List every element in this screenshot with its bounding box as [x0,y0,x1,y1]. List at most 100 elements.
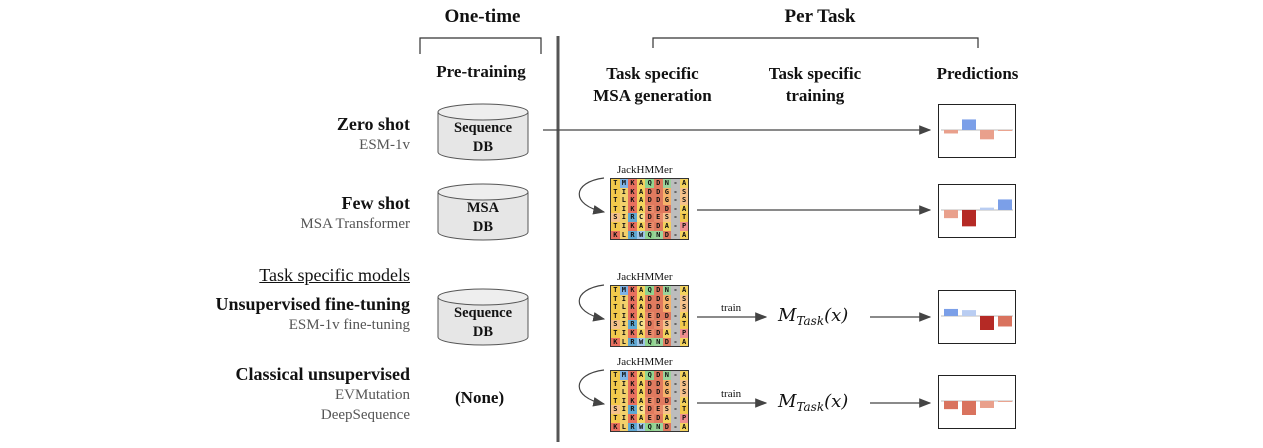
msa-residue: P [679,221,689,231]
msa-residue: D [645,303,654,312]
msa-residue: K [628,221,637,231]
msa-residue: A [636,179,646,188]
msa-residue: I [619,294,629,304]
jackhmmer-label-2: JackHMMer [617,271,673,283]
msa-residue: A [636,371,646,380]
msa-residue: A [636,294,646,304]
msa-residue: - [671,320,680,329]
msa-residue: E [653,320,663,329]
prediction-chart-unsupervised [938,290,1016,344]
msa-residue: T [611,286,620,295]
one-time-bracket [419,37,542,54]
row-unsupervised-label: Unsupervised fine-tuning ESM-1v fine-tun… [0,294,410,335]
msa-residue: Q [645,371,654,380]
msa-residue: D [662,311,672,321]
msa-residue: K [611,230,620,240]
msa-residue: D [662,204,672,214]
jackhmmer-curve-3 [578,369,606,407]
msa-residue: W [636,422,646,432]
prediction-bar [998,199,1012,210]
task-specific-models-heading-wrap: Task specific models [0,265,410,286]
msa-residue: G [662,388,672,397]
msa-residue: D [645,388,654,397]
msa-residue: A [636,413,646,423]
msa-residue: K [628,371,637,380]
msa-residue: R [628,405,637,414]
msa-residue: I [619,204,629,214]
msa-residue: G [662,379,672,389]
msa-residue: S [611,405,620,414]
msa-residue: T [611,294,620,304]
msa-residue: E [653,405,663,414]
msa-residue: M [619,179,629,188]
msa-residue: I [619,379,629,389]
msa-residue: - [671,337,680,347]
unsupervised-title: Unsupervised fine-tuning [215,294,410,314]
prediction-bar [980,400,994,408]
msa-residue: L [619,388,629,397]
msa-residue: A [679,204,689,214]
msa-residue: - [671,179,680,188]
msa-residue: - [671,311,680,321]
msa-residue: A [679,371,689,380]
mtask-model-1: MTask(x) [778,305,848,328]
msa-residue: S [611,213,620,222]
msa-residue: D [653,396,663,406]
msa-residue: - [671,294,680,304]
prediction-bar [980,315,994,330]
msa-residue: K [628,413,637,423]
zero-shot-title: Zero shot [336,114,410,134]
msa-residue: I [619,187,629,197]
msa-residue: A [636,396,646,406]
msa-residue: T [611,413,620,423]
msa-residue: E [645,328,654,338]
msa-residue: D [645,213,654,222]
classical-title: Classical unsupervised [235,364,410,384]
msa-residue: T [679,213,689,222]
msa-residue: W [636,337,646,347]
prediction-bar [998,400,1012,402]
msa-generation-header: Task specific MSA generation [575,63,730,107]
msa-residue: N [653,337,663,347]
msa-residue: A [636,286,646,295]
msa-residue: K [611,337,620,347]
msa-residue: - [671,379,680,389]
msa-generation-line2: MSA generation [593,86,712,105]
msa-residue: D [645,196,654,205]
msa-residue: S [662,320,672,329]
msa-residue: - [671,396,680,406]
classical-subtitle-1: EVMutation [335,387,410,403]
msa-residue: I [619,396,629,406]
msa-residue: K [628,311,637,321]
msa-residue: D [653,294,663,304]
msa-residue: A [636,221,646,231]
msa-residue: K [628,396,637,406]
per-task-bracket [652,37,979,48]
prediction-bar [980,129,994,140]
msa-residue: I [619,213,629,222]
msa-residue: D [653,187,663,197]
msa-residue: S [679,379,689,389]
msa-residue: L [619,303,629,312]
prediction-bar [980,207,994,210]
msa-residue: R [628,320,637,329]
msa-residue: A [662,328,672,338]
msa-residue: I [619,311,629,321]
msa-residue: A [679,230,689,240]
row-few-shot-label: Few shot MSA Transformer [0,193,410,234]
mtask-model-2: MTask(x) [778,391,848,414]
msa-residue: D [653,196,663,205]
msa-residue: D [645,294,654,304]
few-shot-subtitle: MSA Transformer [300,216,410,232]
msa-residue: D [645,187,654,197]
msa-residue: D [653,204,663,214]
db-line2: DB [472,219,494,235]
msa-residue: T [611,187,620,197]
msa-residue: Q [645,422,654,432]
msa-residue: - [671,204,680,214]
prediction-chart-few-shot [938,184,1016,238]
